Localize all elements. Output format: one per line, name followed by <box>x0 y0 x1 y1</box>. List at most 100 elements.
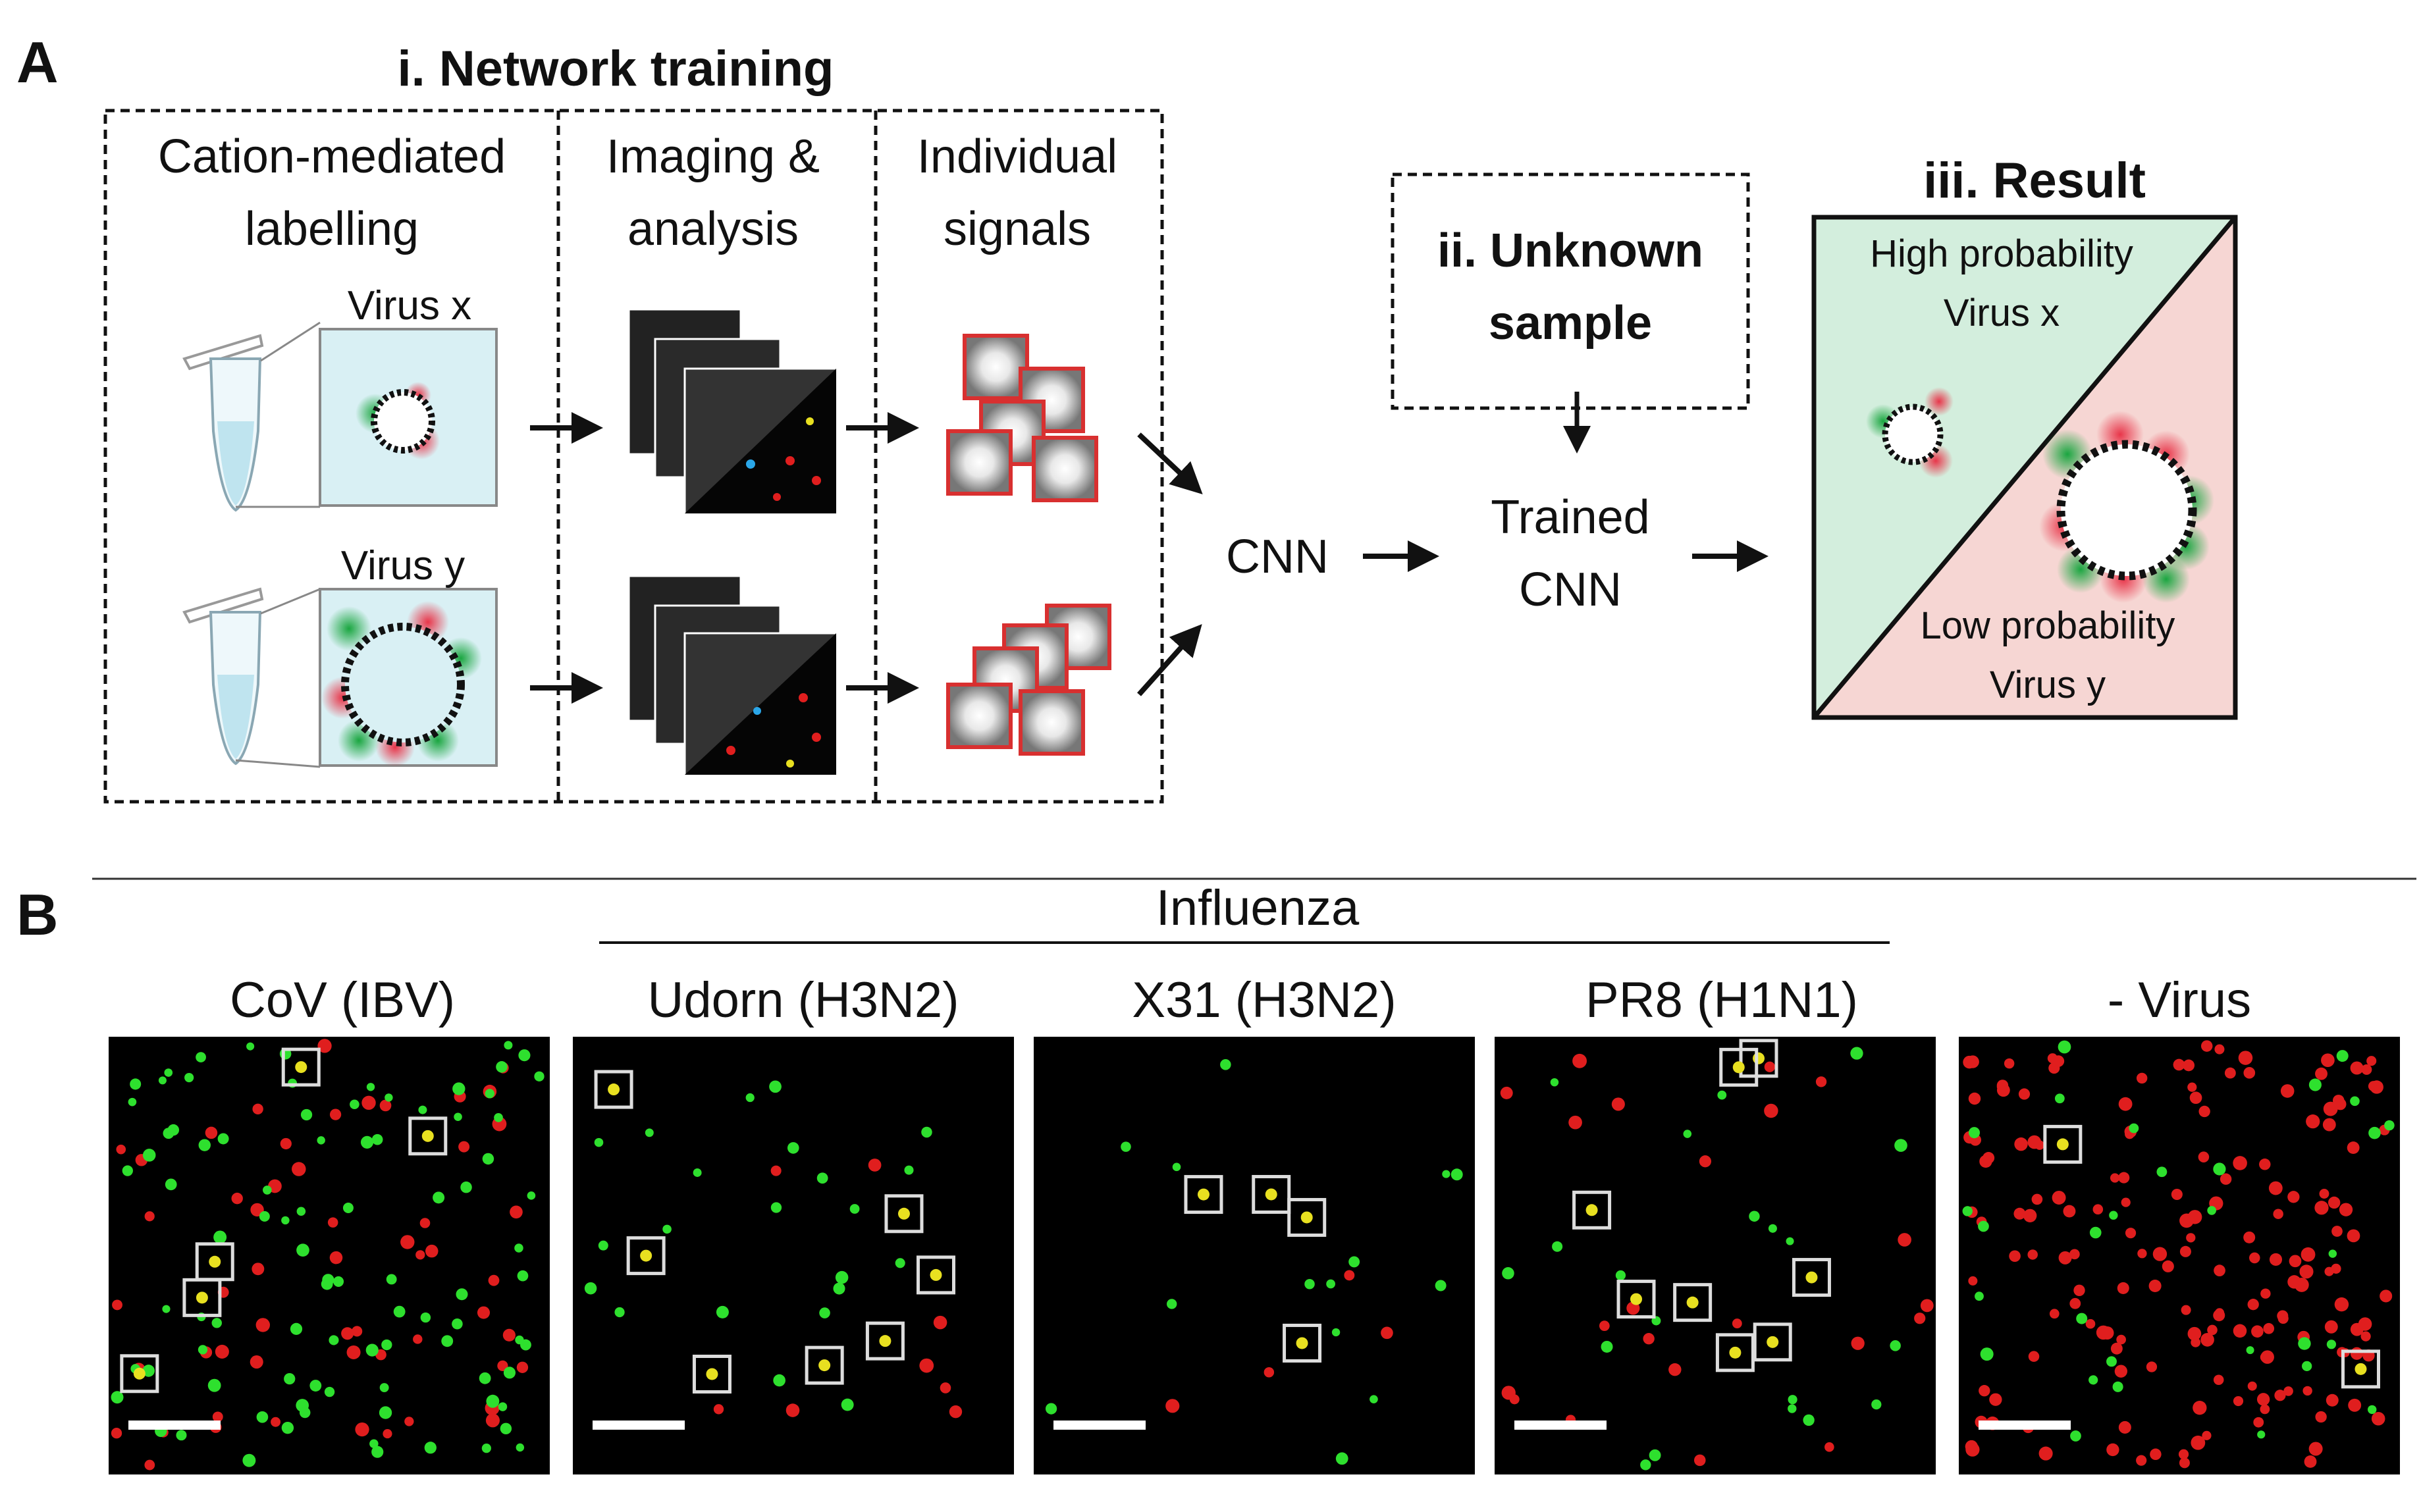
red-signal <box>785 1403 800 1417</box>
red-signal <box>2321 1053 2335 1068</box>
red-signal <box>2319 1189 2329 1199</box>
green-signal <box>1304 1278 1315 1290</box>
green-signal <box>281 1421 294 1434</box>
green-signal <box>516 1443 525 1452</box>
panel-title-pr8: PR8 (H1N1) <box>1585 972 1858 1028</box>
green-signal <box>284 1373 296 1385</box>
green-signal <box>1640 1459 1651 1471</box>
green-signal <box>365 1343 379 1357</box>
green-signal <box>1786 1237 1794 1245</box>
green-signal <box>198 1345 208 1355</box>
green-signal <box>1649 1449 1661 1461</box>
green-signal <box>1121 1141 1131 1152</box>
red-signal <box>2214 1308 2225 1318</box>
green-signal <box>130 1078 142 1090</box>
colocalization-box <box>1287 1197 1327 1237</box>
green-signal <box>452 1318 463 1330</box>
green-signal <box>716 1305 729 1318</box>
col-signals-line1: Individual <box>917 130 1117 183</box>
colocalized-signal <box>1630 1293 1643 1305</box>
red-signal <box>2256 1393 2270 1406</box>
colocalization-box <box>1184 1175 1223 1214</box>
red-signal <box>1966 1055 1979 1068</box>
red-signal <box>1732 1318 1742 1328</box>
red-signal <box>2214 1264 2225 1277</box>
green-signal <box>503 1367 516 1379</box>
green-signal <box>584 1282 597 1295</box>
micrograph-udorn-h3n2 <box>573 1037 1014 1474</box>
colocalized-signal <box>1805 1271 1818 1284</box>
green-signal <box>386 1274 397 1285</box>
red-signal <box>419 1218 431 1228</box>
colocalization-box <box>1616 1280 1656 1319</box>
colocalized-signal <box>1296 1337 1308 1349</box>
green-signal <box>481 1444 491 1453</box>
red-signal <box>2118 1421 2131 1434</box>
red-signal <box>2315 1067 2328 1080</box>
green-signal <box>2308 1078 2322 1091</box>
red-signal <box>212 1411 223 1422</box>
colocalization-box <box>692 1354 732 1394</box>
red-signal <box>2220 1173 2232 1185</box>
red-signal <box>2114 1365 2127 1378</box>
red-signal <box>940 1382 951 1394</box>
panel-a-label: A <box>16 30 59 95</box>
red-signal <box>329 1108 342 1120</box>
red-signal <box>413 1334 423 1344</box>
colocalized-signal <box>1753 1052 1765 1064</box>
green-signal <box>184 1072 194 1083</box>
red-signal <box>2259 1159 2271 1170</box>
red-signal <box>2202 1430 2212 1440</box>
green-signal <box>385 1093 393 1102</box>
signal-crops-virus-y <box>946 604 1111 756</box>
green-signal <box>498 1402 508 1411</box>
green-signal <box>849 1204 860 1214</box>
red-signal <box>2031 1193 2043 1205</box>
red-signal <box>2287 1191 2300 1203</box>
red-signal <box>2253 1417 2264 1428</box>
red-signal <box>2366 1056 2377 1066</box>
green-signal <box>300 1108 313 1121</box>
green-signal <box>1615 1270 1626 1281</box>
red-signal <box>2233 1324 2247 1338</box>
red-signal <box>2247 1299 2259 1311</box>
red-signal <box>361 1095 376 1110</box>
scale-bar <box>128 1421 221 1430</box>
green-signal <box>514 1243 523 1253</box>
colocalization-box <box>182 1278 222 1317</box>
red-signal <box>2191 1337 2201 1347</box>
colocalization-box <box>2341 1349 2380 1389</box>
result-virus-x-icon <box>1866 387 1954 478</box>
red-signal <box>2263 1322 2275 1334</box>
green-signal <box>456 1288 468 1301</box>
green-signal <box>1370 1395 1378 1404</box>
colocalized-signal <box>1729 1346 1742 1359</box>
red-signal <box>2350 1061 2364 1075</box>
colocalization-box <box>626 1236 666 1276</box>
green-signal <box>598 1240 608 1251</box>
result-low-line1: Low probability <box>1921 604 2175 647</box>
scale-bar <box>1979 1421 2071 1430</box>
green-signal <box>1502 1267 1514 1280</box>
red-signal <box>2233 1156 2247 1170</box>
panel-title-cov: CoV (IBV) <box>230 972 455 1028</box>
green-signal <box>2070 1430 2081 1442</box>
green-signal <box>1890 1340 1901 1351</box>
red-signal <box>2058 1251 2072 1264</box>
virus-x-label: Virus x <box>348 283 471 328</box>
trained-cnn-line2: CNN <box>1519 563 1622 616</box>
col-signals-line2: signals <box>944 203 1091 255</box>
result-high-line2: Virus x <box>1944 292 2060 334</box>
scale-bar <box>593 1421 685 1430</box>
micrograph-x31-h3n2 <box>1034 1037 1475 1474</box>
red-signal <box>2347 1141 2360 1154</box>
signal-crops-virus-x <box>946 334 1098 502</box>
red-signal <box>250 1355 263 1369</box>
colocalized-signal <box>133 1367 146 1380</box>
green-signal <box>381 1339 392 1351</box>
green-signal <box>645 1128 654 1137</box>
green-signal <box>165 1178 177 1191</box>
red-signal <box>2013 1207 2026 1220</box>
colocalization-box <box>281 1047 321 1087</box>
colocalization-box <box>1719 1047 1759 1087</box>
